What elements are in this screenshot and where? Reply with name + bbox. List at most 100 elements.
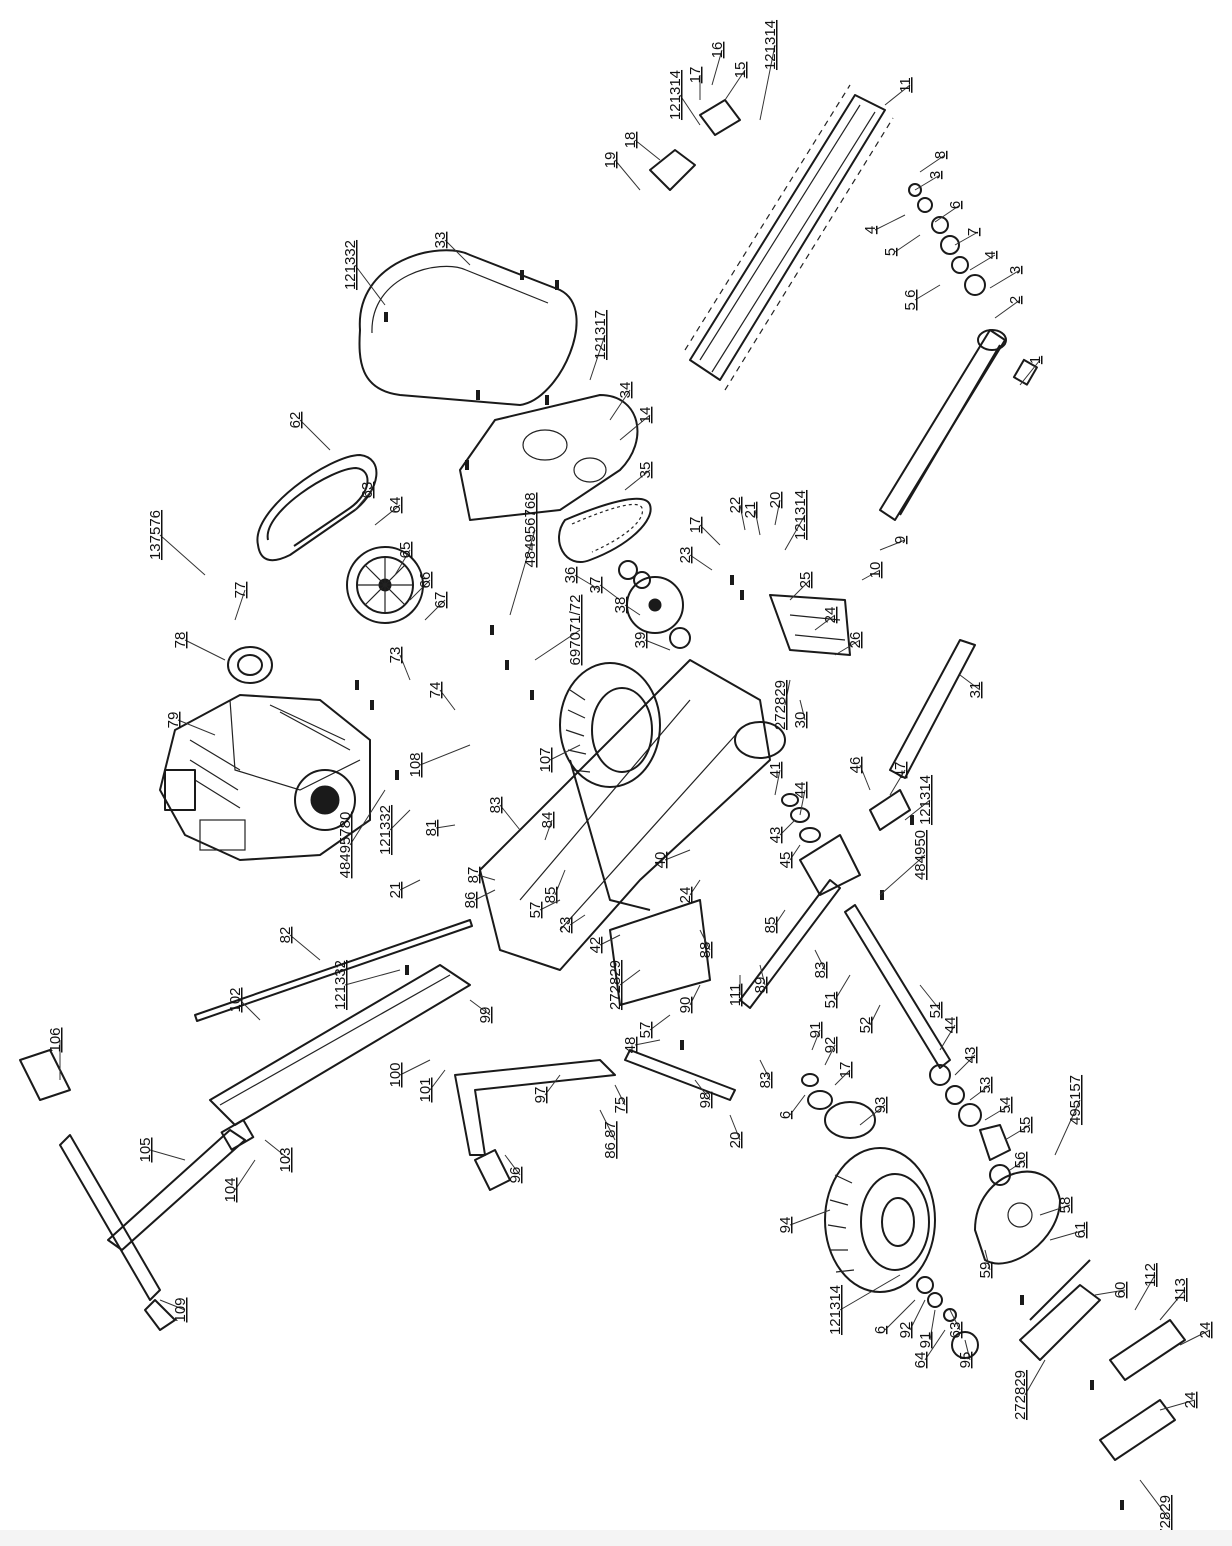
callout-label: 107 [537, 747, 554, 772]
callout-leader-line [984, 1249, 991, 1271]
callout-leader-line [934, 204, 961, 223]
part-callout: 73 [387, 647, 411, 681]
callout-label: 82 [277, 927, 294, 944]
callout-leader-line [874, 214, 906, 231]
callout-leader-line [424, 599, 446, 621]
callout-leader-line [349, 789, 386, 846]
callout-leader-line [1039, 1204, 1071, 1216]
part-callout: 24 [677, 879, 701, 904]
callout-label: 96 [507, 1167, 524, 1184]
callout-label: 23 [677, 547, 694, 564]
part-callout: 65 [394, 542, 414, 576]
callout-leader-line [861, 569, 881, 581]
part-callout: 3 [914, 171, 944, 191]
part-callout: 495157 [1054, 1075, 1084, 1156]
callout-label: 65 [397, 542, 414, 559]
callout-leader-line [544, 1074, 561, 1096]
callout-label: 15 [732, 62, 749, 79]
callout-leader-line [929, 1309, 936, 1341]
part-callout: 19 [602, 152, 641, 191]
callout-label: 495157 [1067, 1075, 1084, 1125]
callout-label: 121314 [917, 775, 934, 825]
part-callout: 2 [994, 296, 1024, 319]
callout-leader-line [824, 1044, 836, 1066]
part-callout: 121332 [342, 240, 386, 306]
callout-leader-line [754, 509, 761, 536]
callout-leader-line [1024, 1359, 1046, 1396]
part-callout: 54 [984, 1097, 1014, 1121]
part-callout: 59 [977, 1249, 994, 1278]
part-callout: 91 [917, 1309, 936, 1349]
callout-label: 91 [807, 1022, 824, 1039]
part-callout: 39 [632, 632, 671, 651]
callout-label: 24 [1182, 1392, 1199, 1409]
part-callout: 8 [919, 151, 949, 173]
part-callout: 62 [287, 412, 331, 451]
callout-label: 21 [742, 502, 759, 519]
bracket-upper [769, 594, 851, 656]
part-callout: 20 [767, 492, 784, 526]
callout-label: 104 [222, 1177, 239, 1202]
callout-label: 92 [897, 1322, 914, 1339]
part-callout: 60 [1094, 1282, 1129, 1298]
callout-leader-line [969, 254, 996, 271]
callout-label: 62 [287, 412, 304, 429]
part-callout: 75 [612, 1084, 629, 1113]
callout-leader-line [354, 489, 373, 511]
callout-label: 19 [602, 152, 619, 169]
callout-label: 24 [677, 887, 694, 904]
callout-leader-line [984, 1104, 1011, 1121]
part-callout: 6 [872, 1299, 916, 1334]
lever-98 [624, 1049, 736, 1101]
callout-label: 109 [172, 1297, 189, 1322]
part-callout: 48495780 [337, 789, 386, 878]
callout-leader-line [799, 789, 806, 816]
callout-label: 113 [1172, 1278, 1189, 1302]
callout-leader-line [439, 689, 456, 711]
callout-leader-line [539, 899, 561, 911]
part-callout: 5 [882, 234, 921, 256]
callout-leader-line [549, 744, 581, 761]
callout-label: 25 [797, 572, 814, 589]
callout-leader-line [554, 869, 566, 896]
callout-leader-line [624, 604, 641, 616]
boom-hub-parts [908, 183, 986, 296]
callout-leader-line [399, 1059, 431, 1076]
callout-leader-line [1054, 1099, 1081, 1156]
callout-leader-line [1019, 359, 1041, 386]
callout-label: 91 [917, 1332, 934, 1349]
callout-label: 47 [892, 762, 909, 779]
callout-label: 38 [612, 597, 629, 614]
callout-label: 85 [542, 887, 559, 904]
callout-leader-line [1134, 1274, 1156, 1311]
axle-bar-31 [889, 639, 976, 779]
callout-label: 121332 [342, 240, 359, 290]
callout-leader-line [689, 984, 701, 1006]
part-callout: 17 [687, 517, 721, 546]
callout-label: 121332 [377, 805, 394, 855]
callout-label: 93 [872, 1097, 889, 1114]
callout-label: 105 [137, 1137, 154, 1162]
callout-label: 6 [777, 1111, 794, 1119]
callout-leader-line [544, 819, 553, 841]
callout-leader-line [374, 504, 401, 526]
callout-label: 1 [1027, 356, 1044, 364]
callout-leader-line [1009, 1159, 1026, 1171]
part-callout: 21 [742, 502, 761, 536]
callout-label: 272829 [772, 680, 789, 730]
part-callout: 10 [861, 562, 884, 581]
part-callout: 106 [47, 1027, 64, 1080]
callout-label: 10 [867, 562, 884, 579]
part-callout: 272829 [772, 679, 791, 730]
callout-label: 84 [539, 812, 556, 829]
part-callout: 67 [424, 592, 449, 621]
control-lever [454, 1059, 616, 1191]
main-frame [479, 659, 786, 971]
callout-leader-line [569, 914, 586, 926]
callout-label: 67 [432, 592, 449, 609]
part-callout: 56 [1009, 1152, 1029, 1171]
callout-label: 83 [812, 962, 829, 979]
callout-leader-line [234, 589, 246, 621]
callout-leader-line [774, 909, 786, 926]
